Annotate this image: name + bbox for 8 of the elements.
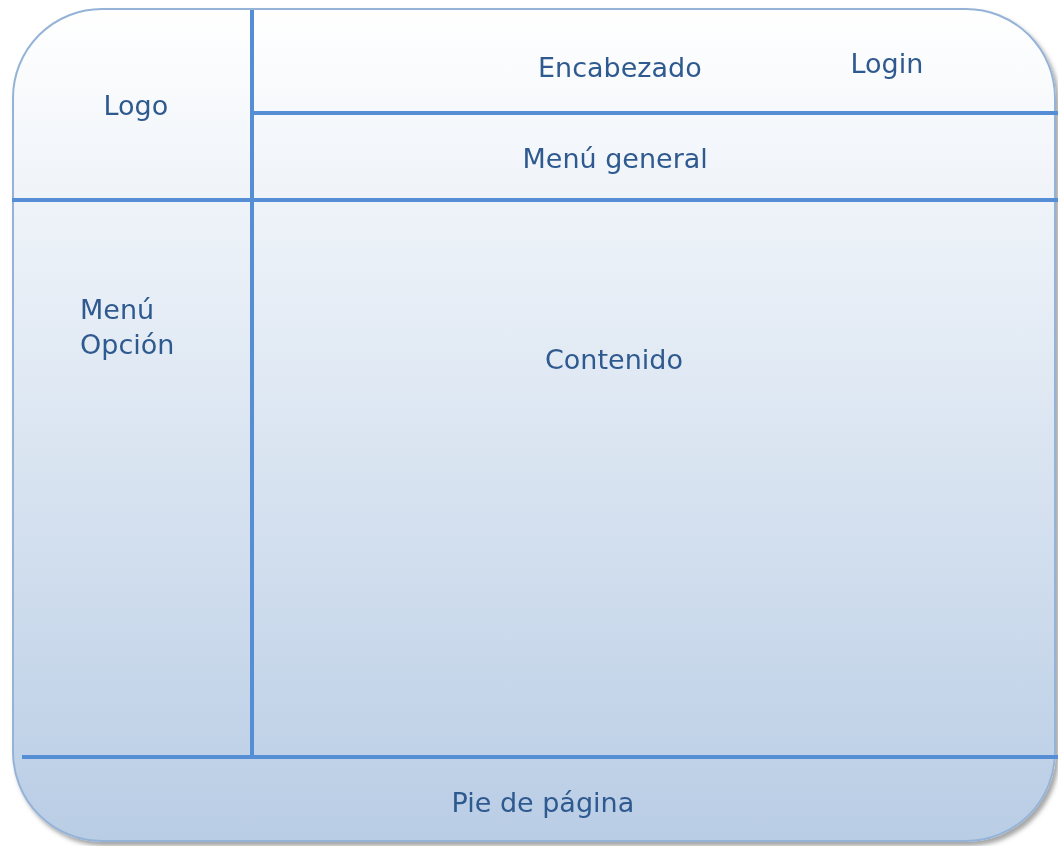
region-label: Logo (103, 89, 169, 123)
region-label: Pie de página (451, 786, 635, 820)
region-label: Encabezado (538, 51, 702, 85)
page-frame (12, 8, 1056, 842)
region-label: Contenido (545, 343, 683, 377)
region-label: Login (850, 47, 924, 81)
region-label: Menú Opción (80, 293, 176, 363)
region-label: Menú general (522, 142, 708, 176)
